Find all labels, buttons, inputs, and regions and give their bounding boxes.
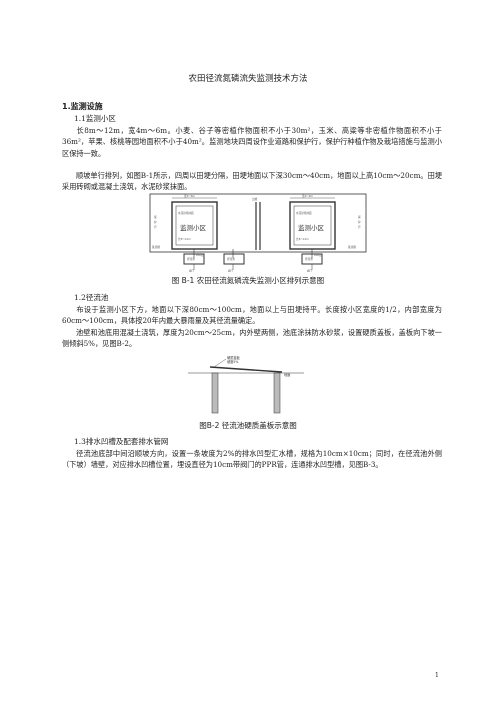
subsection-heading: 1.3排水凹槽及配套排水管网: [74, 437, 169, 446]
figure-caption: 图B-2 径流池硬质盖板示意图: [199, 421, 297, 430]
pipe-label: PPR管: [314, 253, 322, 257]
side-label: 保: [358, 215, 361, 219]
paragraph: 池壁和池底用混凝土浇筑，厚度为20cm～25cm，内外壁两侧，池底涂抹防水砂浆，…: [62, 328, 442, 349]
ground-label: 地面: [284, 372, 290, 377]
document-title: 农田径流氮磷流失监测技术方法: [188, 74, 308, 84]
width-label: 宽4～6m: [302, 194, 313, 198]
figure-b2: 硬质盖板 坡度5% 地面: [188, 355, 304, 414]
ridge-label: 田埂: [252, 197, 258, 201]
side-label: 护: [358, 220, 361, 224]
slope-label: 坡度5%: [227, 359, 238, 364]
figure-b1: 监测小区 监测小区 宽4～6m 宽4～6m 水泥砂浆抹面 水泥砂浆抹面 长8～1…: [149, 193, 367, 272]
valve-label: 阀门: [228, 269, 234, 272]
pipe-label: PPR管: [196, 253, 204, 257]
plot-label-right: 监测小区: [298, 223, 325, 232]
valve-label: 阀门: [189, 269, 195, 272]
paragraph: 径流池底部中间沿顺坡方向，设置一条坡度为2%的排水凹型汇水槽，规格为10cm×1…: [62, 449, 442, 470]
paragraph: 布设于监测小区下方，地面以下深80cm～100cm，地面以上与田埂持平。长度按小…: [62, 305, 442, 326]
area-label: 水泥砂浆抹面: [178, 211, 194, 215]
length-label: 长8～12m: [178, 237, 191, 241]
plot-label-left: 监测小区: [180, 223, 207, 232]
page-number: 1: [435, 672, 439, 679]
section-heading: 1.监测设施: [62, 102, 103, 111]
subsection-heading: 1.2径流池: [74, 293, 109, 302]
pool-label: 径流池: [227, 257, 235, 261]
area-label: 水泥砂浆抹面: [296, 211, 312, 215]
side-label: 护: [154, 220, 157, 224]
figure-caption: 图 B-1 农田径流氮磷流失监测小区排列示意图: [171, 276, 325, 285]
side-label: 保: [154, 215, 157, 219]
side-label: 行: [154, 225, 157, 229]
width-label: 宽4～6m: [184, 194, 195, 198]
collector-label: 集流槽: [152, 245, 160, 249]
collector-label: 集流槽: [348, 245, 356, 249]
paragraph: 长8m～12m，宽4m～6m。小麦、谷子等密植作物面积不小于30m²，玉米、高粱…: [62, 126, 442, 158]
valve-label: 阀门: [307, 269, 313, 272]
paragraph: 顺坡单行排列，如图B-1所示，四周以田埂分隔，田埂地面以下深30cm～40cm，…: [62, 171, 442, 192]
pool-label: 径流池: [305, 257, 313, 261]
side-label: 行: [358, 225, 361, 229]
pool-label: 径流池: [187, 257, 195, 261]
length-label: 长8～12m: [296, 237, 309, 241]
cover-label: 硬质盖板: [227, 355, 241, 360]
subsection-heading: 1.1监测小区: [74, 114, 116, 123]
